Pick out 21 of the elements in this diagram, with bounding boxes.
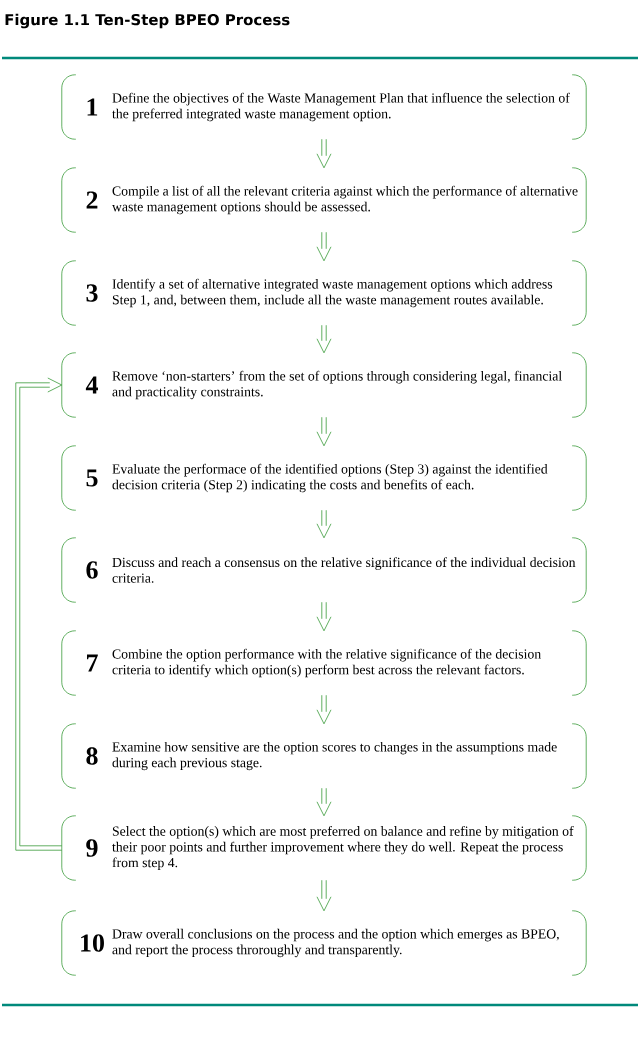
arrow <box>316 324 332 354</box>
step-box: 9 Select the option(s) which are most preferred on balance and refine by mitigation of their poor points and further improvement where they do well. Repeat the process from step 4. <box>61 815 587 881</box>
arrow <box>316 879 332 912</box>
arrow <box>316 138 332 169</box>
arrow <box>316 231 332 262</box>
arrow <box>15 377 63 851</box>
arrow <box>316 787 332 817</box>
figure-title: Figure 1.1 Ten-Step BPEO Process <box>5 13 290 29</box>
step-box: 4 Remove ‘non-starters’ from the set of options through considering legal, financial and practicality constraints. <box>61 352 587 418</box>
arrow <box>316 416 332 447</box>
arrow <box>316 509 332 539</box>
arrow <box>316 601 332 632</box>
step-box: 3 Identify a set of alternative integrated waste management options which address Step 1, and, between them, include all the waste management routes available. <box>61 260 587 326</box>
step-box: 10 Draw overall conclusions on the process and the option which emerges as BPEO, and report the process throroughly and transparently. <box>61 910 587 976</box>
step-box: 2 Compile a list of all the relevant criteria against which the performance of alternative waste management options should be assessed. <box>61 167 587 233</box>
step-box: 7 Combine the option performance with the relative significance of the decision criteria to identify which option(s) perform best across the relevant factors. <box>61 630 587 696</box>
step-box: 1 Define the objectives of the Waste Management Plan that influence the selection of the preferred integrated waste management option. <box>61 74 587 140</box>
arrow <box>316 694 332 725</box>
step-box: 6 Discuss and reach a consensus on the relative significance of the individual decision criteria. <box>61 537 587 603</box>
step-box: 8 Examine how sensitive are the option scores to changes in the assumptions made during each previous stage. <box>61 723 587 789</box>
step-box: 5 Evaluate the performace of the identified options (Step 3) against the identified decision criteria (Step 2) indicating the costs and benefits of each. <box>61 445 587 511</box>
